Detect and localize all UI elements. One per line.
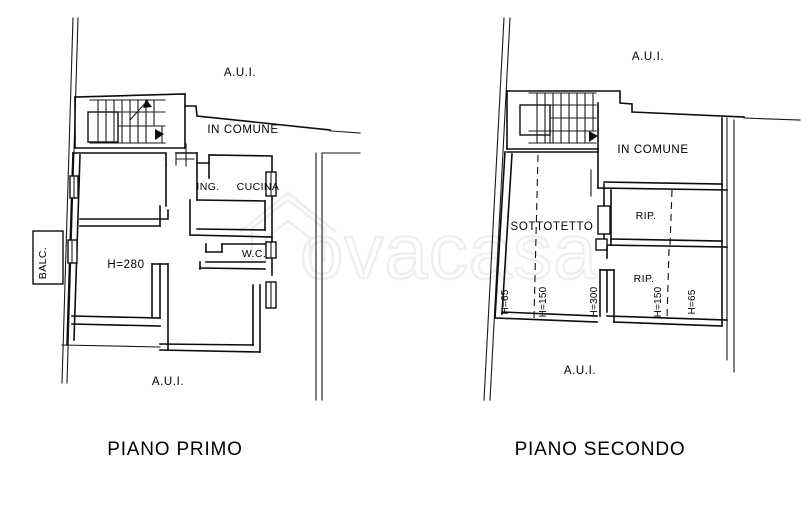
label-rip-upper: RIP.: [636, 210, 657, 222]
label-height-150-a: H=150: [538, 286, 549, 317]
label-aui-bottom: A.U.I.: [564, 365, 596, 377]
balcony-outline: [32, 230, 64, 285]
label-height-280: H=280: [107, 259, 144, 271]
stair-hall-outline: [74, 96, 186, 149]
room-sottotetto-walls: [494, 151, 599, 323]
exterior-wall-right: [721, 117, 728, 327]
plan-piano-primo: A.U.I. IN COMUNE ING. CUCINA W.C. H=280 …: [32, 17, 361, 460]
label-height-300: H=300: [589, 286, 600, 317]
label-rip-lower: RIP.: [634, 273, 655, 285]
label-aui-top: A.U.I.: [632, 51, 664, 63]
roof-pitch-line-c: [666, 248, 670, 321]
exterior-wall-top: [74, 93, 331, 131]
label-height-65-b: H=65: [687, 289, 698, 314]
label-aui-bottom: A.U.I.: [152, 376, 184, 388]
label-balcone: BALC.: [37, 247, 49, 279]
label-ing: ING.: [196, 181, 219, 193]
label-aui-top: A.U.I.: [224, 67, 256, 79]
interior-walls: [61, 143, 273, 353]
stair-hall-outline: [506, 90, 599, 189]
roof-pitch-line-b: [669, 189, 673, 246]
room-in-comune-walls: [590, 169, 728, 197]
room-cucina-walls: [189, 162, 273, 238]
label-height-150-b: H=150: [653, 286, 664, 317]
room-rip-lower-walls: [595, 238, 728, 327]
label-height-65-a: H=65: [500, 289, 511, 314]
label-wc: W.C.: [242, 248, 266, 260]
roof-pitch-line-a: [533, 154, 539, 319]
plan-title-piano-secondo: PIANO SECONDO: [515, 439, 686, 460]
property-boundary-left: [61, 17, 361, 401]
label-in-comune: IN COMUNE: [617, 144, 688, 156]
plan-title-piano-primo: PIANO PRIMO: [107, 439, 242, 460]
label-in-comune: IN COMUNE: [207, 124, 278, 136]
staircase-icon: [87, 99, 166, 144]
plan-piano-secondo: A.U.I. IN COMUNE SOTTOTETTO RIP. RIP. A.…: [483, 17, 801, 460]
exterior-wall-top: [506, 90, 745, 118]
staircase-icon: [519, 92, 598, 144]
label-cucina: CUCINA: [237, 181, 280, 193]
room-rip-upper-walls: [597, 183, 728, 248]
room-wc-walls: [199, 243, 266, 270]
label-sottotetto: SOTTOTETTO: [511, 221, 594, 233]
wall-openings: [67, 171, 277, 309]
watermark-trovacasa: ovacasa: [239, 191, 598, 296]
watermark-text: ovacasa: [300, 207, 598, 295]
